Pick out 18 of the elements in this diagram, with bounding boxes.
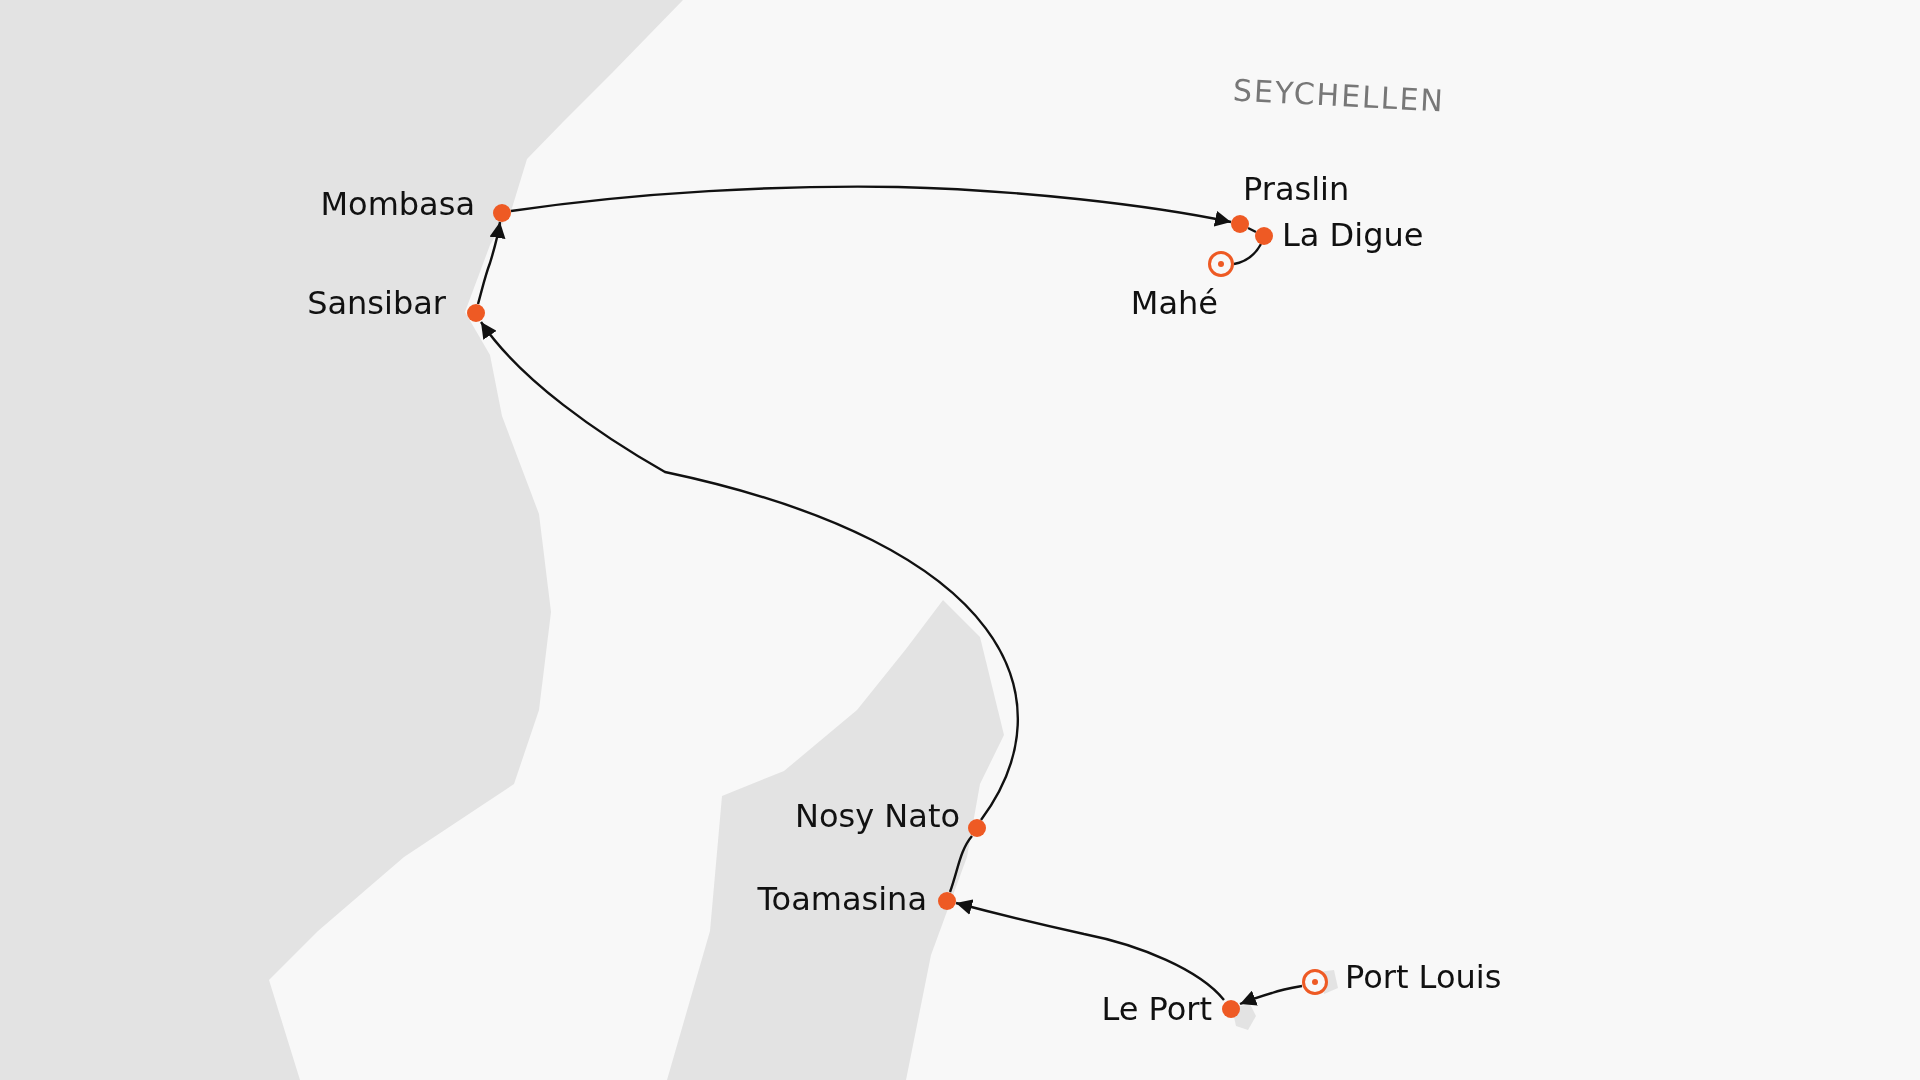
route-line [1239, 984, 1303, 1006]
port-name: Sansibar [307, 284, 446, 322]
port-name: Toamasina [757, 880, 927, 918]
port-name: Nosy Nato [795, 797, 960, 835]
port-name: Mombasa [320, 185, 475, 223]
route-line [1233, 243, 1263, 266]
route-line [955, 899, 1225, 1001]
route-line [476, 221, 506, 305]
port-name: Port Louis [1345, 958, 1502, 996]
port-name: Mahé [1130, 284, 1218, 322]
region-name: SEYCHELLEN [1232, 72, 1446, 119]
route-line [1247, 226, 1257, 234]
port-name: Le Port [1101, 990, 1212, 1028]
port-name: La Digue [1282, 216, 1424, 254]
route-line [510, 185, 1232, 227]
port-name: Praslin [1243, 170, 1350, 208]
route-line [480, 321, 1019, 821]
route-line [948, 835, 973, 893]
